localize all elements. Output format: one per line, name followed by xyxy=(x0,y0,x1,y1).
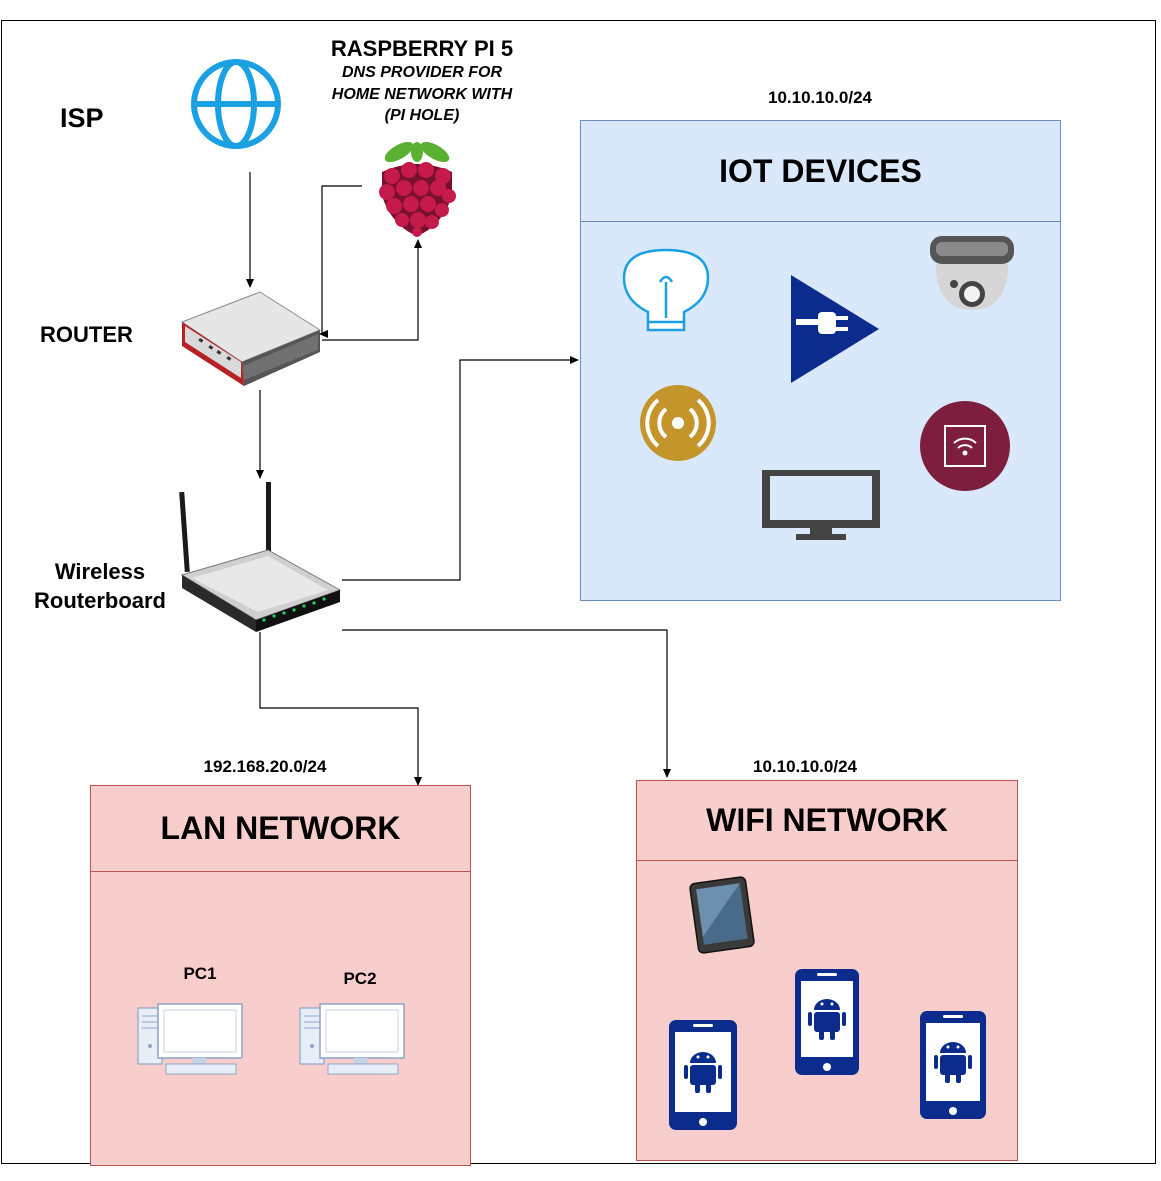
wireless-to-lan-line xyxy=(259,632,422,786)
lan-network-title: LAN NETWORK xyxy=(160,810,401,846)
wireless-to-iot-line xyxy=(342,356,579,581)
wireless-label-line-2: Routerboard xyxy=(34,588,166,613)
iot-subnet-label: 10.10.10.0/24 xyxy=(768,88,872,107)
pc1-computer-icon xyxy=(137,1003,243,1075)
wifi-access-point-icon xyxy=(920,401,1010,491)
pi-subtitle-line-1: DNS PROVIDER FOR xyxy=(341,64,502,81)
router-label: ROUTER xyxy=(40,322,133,347)
lan-subnet-label: 192.168.20.0/24 xyxy=(203,757,327,776)
wifi-network-header: WIFI NETWORK xyxy=(637,781,1017,861)
globe-icon xyxy=(191,59,281,149)
smart-plug-icon xyxy=(791,275,879,383)
iot-devices-title: IOT DEVICES xyxy=(719,152,922,189)
android-phone-icon-2 xyxy=(795,969,859,1075)
raspberry-icon xyxy=(379,141,456,237)
broadcast-sensor-icon xyxy=(640,385,716,461)
router-to-pi-line xyxy=(322,239,422,341)
wireless-router-icon xyxy=(179,482,342,632)
light-bulb-icon xyxy=(622,248,710,332)
pi-to-router-line xyxy=(319,185,362,338)
android-phone-icon-3 xyxy=(920,1011,986,1119)
wifi-subnet-label: 10.10.10.0/24 xyxy=(753,757,857,776)
lan-network-header: LAN NETWORK xyxy=(91,786,470,872)
diagram-frame xyxy=(1,20,1156,1164)
lan-network-panel: LAN NETWORK xyxy=(90,785,471,1166)
iot-devices-header: IOT DEVICES xyxy=(581,121,1060,222)
isp-label: ISP xyxy=(60,103,104,133)
security-camera-icon xyxy=(930,236,1014,310)
pc2-computer-icon xyxy=(299,1003,405,1075)
pi-subtitle-line-2: HOME NETWORK WITH xyxy=(331,86,513,103)
android-phone-icon-1 xyxy=(669,1020,737,1130)
router-icon xyxy=(180,291,322,386)
wifi-network-title: WIFI NETWORK xyxy=(706,802,948,838)
pi-title: RASPBERRY PI 5 xyxy=(330,36,514,61)
wireless-label-line-1: Wireless xyxy=(54,559,146,584)
tablet-icon xyxy=(689,876,755,954)
wireless-to-wifi-line xyxy=(342,629,671,778)
pi-subtitle-line-3: (PI HOLE) xyxy=(384,107,460,124)
pc1-label: PC1 xyxy=(183,964,217,983)
tv-monitor-icon xyxy=(762,470,880,540)
pc2-label: PC2 xyxy=(343,969,377,988)
